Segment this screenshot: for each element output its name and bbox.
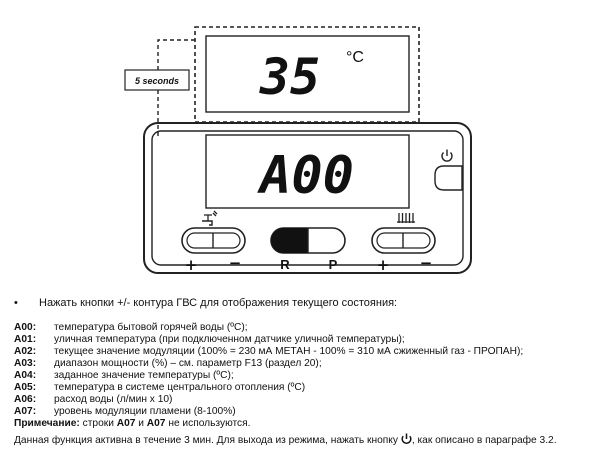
- dhw-rocker-button[interactable]: [181, 227, 246, 254]
- power-icon: [441, 149, 453, 162]
- list-item: A07:уровень модуляции пламени (8-100%): [14, 406, 236, 417]
- reset-program-rocker-button[interactable]: [270, 227, 346, 254]
- control-panel-figure: 35 °C 5 seconds A00: [124, 26, 472, 274]
- callout-label: 5 seconds: [135, 76, 179, 86]
- list-item: A03:диапазон мощности (%) – см. параметр…: [14, 358, 322, 369]
- list-item: A06:расход воды (л/мин x 10): [14, 394, 173, 405]
- power-button-shape: [434, 165, 463, 191]
- panel-inner: [151, 130, 464, 266]
- zoom-display-screen: [205, 35, 410, 113]
- main-display-value: A00: [257, 146, 354, 206]
- bullet-icon: •: [14, 297, 18, 309]
- hot-water-tap-icon: [202, 210, 218, 226]
- dhw-minus-label: −: [229, 254, 242, 272]
- code-list: A00:температура бытовой горячей воды (ºC…: [14, 322, 594, 447]
- callout-box: [124, 69, 190, 91]
- list-item: A02:текущее значение модуляции (100% = 2…: [14, 346, 524, 357]
- callout-leader: [157, 39, 195, 70]
- list-item: A00:температура бытовой горячей воды (ºC…: [14, 322, 248, 333]
- panel-outer: [143, 122, 472, 274]
- instruction-text: Нажать кнопки +/- контура ГВС для отобра…: [39, 297, 398, 309]
- zoom-display-value: 35: [259, 48, 320, 106]
- reset-label: R: [280, 257, 290, 272]
- heating-plus-label: +: [377, 256, 390, 274]
- heating-minus-label: −: [420, 254, 433, 272]
- program-label: P: [329, 257, 338, 272]
- list-item: A05:температура в системе центрального о…: [14, 382, 306, 393]
- list-item: A01:уличная температура (при подключенно…: [14, 334, 405, 345]
- radiator-icon: [397, 213, 415, 223]
- zoom-display-unit: °C: [346, 49, 364, 66]
- dhw-plus-label: +: [185, 256, 198, 274]
- note-line: Примечание: строки A07 и A07 не использу…: [14, 418, 251, 429]
- heating-rocker-button[interactable]: [371, 227, 436, 254]
- power-icon: [401, 433, 412, 444]
- power-button[interactable]: [434, 149, 463, 191]
- main-display-screen: [205, 134, 410, 209]
- list-item: A04:заданное значение температуры (ºC);: [14, 370, 234, 381]
- final-line: Данная функция активна в течение 3 мин. …: [14, 433, 557, 446]
- note-label: Примечание:: [14, 418, 80, 429]
